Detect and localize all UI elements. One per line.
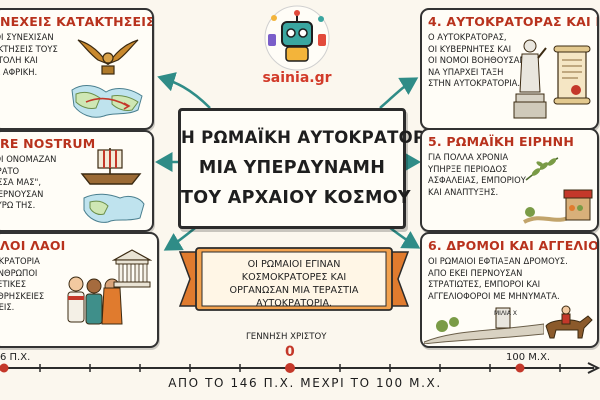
main-title-box: Η ΡΩΜΑΪΚΗ ΑΥΤΟΚΡΑΤΟΡΙΑ ΜΙΑ ΥΠΕΡΔΥΝΑΜΗ ΤΟ… <box>178 108 445 229</box>
people-icon <box>67 276 123 325</box>
map-arrows-icon <box>71 85 143 118</box>
robot-icon <box>264 5 330 71</box>
card-line: ΓΡΑΤΟ <box>0 165 20 176</box>
market-stall-icon <box>523 189 593 224</box>
timeline-left-label: 6 Π.Χ. <box>0 352 31 363</box>
card-line: ΥΠΗΡΞΕ ΠΕΡΙΟΔΟΣ <box>428 163 508 174</box>
card-line: ΑΣΦΑΛΕΙΑΣ, ΕΜΠΟΡΙΟΥ <box>428 175 526 186</box>
card-line: ΟΚΡΑΤΟΡΙΑ <box>0 256 40 266</box>
timeline-zero-dot <box>285 363 295 373</box>
ship-icon <box>80 148 142 185</box>
card-line: ΝΑ ΥΠΑΡΧΕΙ ΤΑΞΗ <box>428 66 504 77</box>
banner-line-3: ΟΡΓΑΝΩΣΑΝ ΜΙΑ ΤΕΡΑΣΤΙΑ <box>229 285 359 296</box>
card-roads-messengers: 6. ΔΡΟΜΟΙ ΚΑΙ ΑΓΓΕΛΙΟΦΟΡΟΙ ΟΙ ΡΩΜΑΙΟΙ ΕΦ… <box>420 232 599 348</box>
temple-icon <box>112 249 152 288</box>
timeline-zero: 0 <box>285 344 295 360</box>
card-line: ΙΟΙ ΟΝΟΜΑΖΑΝ <box>0 154 57 164</box>
timeline-caption: ΑΠΟ ΤΟ 146 Π.Χ. ΜΕΧΡΙ ΤΟ 100 Μ.Χ. <box>168 376 442 390</box>
card-line: ΣΤΗΝ ΑΥΤΟΚΡΑΤΟΡΙΑ. <box>428 78 521 89</box>
card-line: ΑΚΤΗΣΕΙΣ ΤΟΥΣ <box>0 43 58 54</box>
title-line-1: Η ΡΩΜΑΪΚΗ ΑΥΤΟΚΡΑΤΟΡΙΑ <box>181 128 445 147</box>
scroll-icon <box>553 45 591 105</box>
card-conquests: ΝΕΧΕΙΣ ΚΑΤΑΚΤΗΣΕΙΣ ΙΟΙ ΣΥΝΕΧΙΣΑΝ ΑΚΤΗΣΕΙ… <box>0 8 154 130</box>
card-line: ΡΕΤΙΚΕΣ <box>0 279 27 290</box>
card-peoples: ΛΟΙ ΛΑΟΙ ΟΚΡΑΤΟΡΙΑ ΑΝΘΡΩΠΟΙ ΡΕΤΙΚΕΣ Ι ΘΡ… <box>0 232 159 348</box>
timeline-center-label: ΓΕΝΝΗΣΗ ΧΡΙΣΤΟΥ <box>246 332 327 342</box>
card-line: ΟΙ ΝΟΜΟΙ ΒΟΗΘΟΥΣΑΝ <box>428 55 526 66</box>
card-mare-nostrum: RE NOSTRUM ΙΟΙ ΟΝΟΜΑΖΑΝ ΓΡΑΤΟ ΕΣΣΑ ΜΑΣ",… <box>0 130 154 232</box>
card-line: ΑΓΓΕΛΙΟΦΟΡΟΙ ΜΕ ΜΗΝΥΜΑΤΑ. <box>428 290 560 301</box>
banner-text: ΟΙ ΡΩΜΑΙΟΙ ΕΓΙΝΑΝ ΚΟΣΜΟΚΡΑΤΟΡΕΣ ΚΑΙ ΟΡΓΑ… <box>208 258 380 310</box>
card-title: RE NOSTRUM <box>0 136 96 151</box>
timeline-right-label: 100 Μ.Χ. <box>506 352 551 363</box>
timeline-end-dot <box>515 363 525 373</box>
card-line: ΓΙΑ ΠΟΛΛΑ ΧΡΟΝΙΑ <box>428 152 509 162</box>
arrow-to-card-1 <box>157 72 211 109</box>
card-line: ΘΕΙΣ. <box>0 302 15 313</box>
card-body: ΙΟΙ ΣΥΝΕΧΙΣΑΝ ΑΚΤΗΣΕΙΣ ΤΟΥΣ ΑΤΟΛΗ ΚΑΙ ΙΑ… <box>0 32 58 78</box>
card-line: ΙΟΙ ΣΥΝΕΧΙΣΑΝ <box>0 32 54 42</box>
card-line: ΒΕΡΝΟΥΣΑΝ <box>0 188 44 199</box>
ribbon-shape <box>178 247 410 311</box>
arrow-to-card-4 <box>379 77 419 109</box>
map-icon <box>83 193 145 223</box>
card-line: ΟΙ ΡΩΜΑΙΟΙ ΕΦΤΙΑΞΑΝ ΔΡΟΜΟΥΣ. <box>428 256 568 266</box>
logo: sainia.gr <box>258 4 336 94</box>
banner-line-1: ΟΙ ΡΩΜΑΙΟΙ ΕΓΙΝΑΝ <box>247 259 341 270</box>
olive-branch-icon <box>525 157 559 181</box>
card-line: ΚΑΙ ΑΝΑΠΤΥΞΗΣ. <box>428 186 499 197</box>
card-line: ΕΣΣΑ ΜΑΣ", <box>0 177 42 188</box>
card-body: ΓΙΑ ΠΟΛΛΑ ΧΡΟΝΙΑ ΥΠΗΡΞΕ ΠΕΡΙΟΔΟΣ ΑΣΦΑΛΕΙ… <box>428 152 526 198</box>
card-body: Ο ΑΥΤΟΚΡΑΤΟΡΑΣ, ΟΙ ΚΥΒΕΡΝΗΤΕΣ ΚΑΙ ΟΙ ΝΟΜ… <box>428 32 526 90</box>
card-body: ΟΙ ΡΩΜΑΙΟΙ ΕΦΤΙΑΞΑΝ ΔΡΟΜΟΥΣ. ΑΠΟ ΕΚΕΙ ΠΕ… <box>428 256 568 302</box>
card-line: ΟΙ ΚΥΒΕΡΝΗΤΕΣ ΚΑΙ <box>428 43 512 54</box>
logo-text: sainia.gr <box>262 70 332 86</box>
card-line: Ο ΑΥΤΟΚΡΑΤΟΡΑΣ, <box>428 32 507 42</box>
statue-icon <box>513 39 547 119</box>
card-body: ΟΚΡΑΤΟΡΙΑ ΑΝΘΡΩΠΟΙ ΡΕΤΙΚΕΣ Ι ΘΡΗΣΚΕΙΕΣ Θ… <box>0 256 44 314</box>
card-title: 6. ΔΡΟΜΟΙ ΚΑΙ ΑΓΓΕΛΙΟΦΟΡΟΙ <box>428 238 599 253</box>
card-line: ΑΠΟ ΕΚΕΙ ΠΕΡΝΟΥΣΑΝ <box>428 267 523 278</box>
timeline: ΓΕΝΝΗΣΗ ΧΡΙΣΤΟΥ 0 6 Π.Χ. 100 Μ.Χ. ΑΠΟ ΤΟ… <box>0 330 600 400</box>
horse-rider-icon <box>545 305 593 339</box>
milestone-label: ΜΙΛΙΑ X <box>494 310 517 317</box>
card-line: ΑΤΟΛΗ ΚΑΙ <box>0 55 38 66</box>
banner-line-4: ΑΥΤΟΚΡΑΤΟΡΙΑ. <box>255 298 333 309</box>
card-line: ΣΤΡΑΤΙΩΤΕΣ, ΕΜΠΟΡΟΙ ΚΑΙ <box>428 279 541 290</box>
card-roman-peace: 5. ΡΩΜΑΪΚΗ ΕΙΡΗΝΗ ΓΙΑ ΠΟΛΛΑ ΧΡΟΝΙΑ ΥΠΗΡΞ… <box>420 128 599 232</box>
card-title: ΝΕΧΕΙΣ ΚΑΤΑΚΤΗΣΕΙΣ <box>0 14 154 29</box>
card-line: ΙΑ ΑΦΡΙΚΗ. <box>0 66 38 77</box>
title-line-3: ΤΟΥ ΑΡΧΑΙΟΥ ΚΟΣΜΟΥ <box>181 188 411 208</box>
card-title: 4. ΑΥΤΟΚΡΑΤΟΡΑΣ ΚΑΙ ΝΟΜΟΙ <box>428 14 597 29</box>
banner-line-2: ΚΟΣΜΟΚΡΑΤΟΡΕΣ ΚΑΙ <box>241 272 347 283</box>
card-line: ΓΥΡΩ ΤΗΣ. <box>0 200 36 211</box>
card-line: ΑΝΘΡΩΠΟΙ <box>0 267 38 278</box>
card-title: ΛΟΙ ΛΑΟΙ <box>0 238 66 253</box>
summary-banner: ΟΙ ΡΩΜΑΙΟΙ ΕΓΙΝΑΝ ΚΟΣΜΟΚΡΑΤΟΡΕΣ ΚΑΙ ΟΡΓΑ… <box>178 246 410 314</box>
card-line: Ι ΘΡΗΣΚΕΙΕΣ <box>0 290 45 301</box>
card-title: 5. ΡΩΜΑΪΚΗ ΕΙΡΗΝΗ <box>428 134 574 149</box>
title-line-2: ΜΙΑ ΥΠΕΡΔΥΝΑΜΗ <box>198 158 386 178</box>
road-icon <box>424 307 544 344</box>
timeline-axis <box>0 362 600 374</box>
eagle-icon <box>77 39 139 75</box>
card-emperor-laws: 4. ΑΥΤΟΚΡΑΤΟΡΑΣ ΚΑΙ ΝΟΜΟΙ Ο ΑΥΤΟΚΡΑΤΟΡΑΣ… <box>420 8 599 130</box>
timeline-start-dot <box>0 363 9 373</box>
card-body: ΙΟΙ ΟΝΟΜΑΖΑΝ ΓΡΑΤΟ ΕΣΣΑ ΜΑΣ", ΒΕΡΝΟΥΣΑΝ … <box>0 154 56 212</box>
